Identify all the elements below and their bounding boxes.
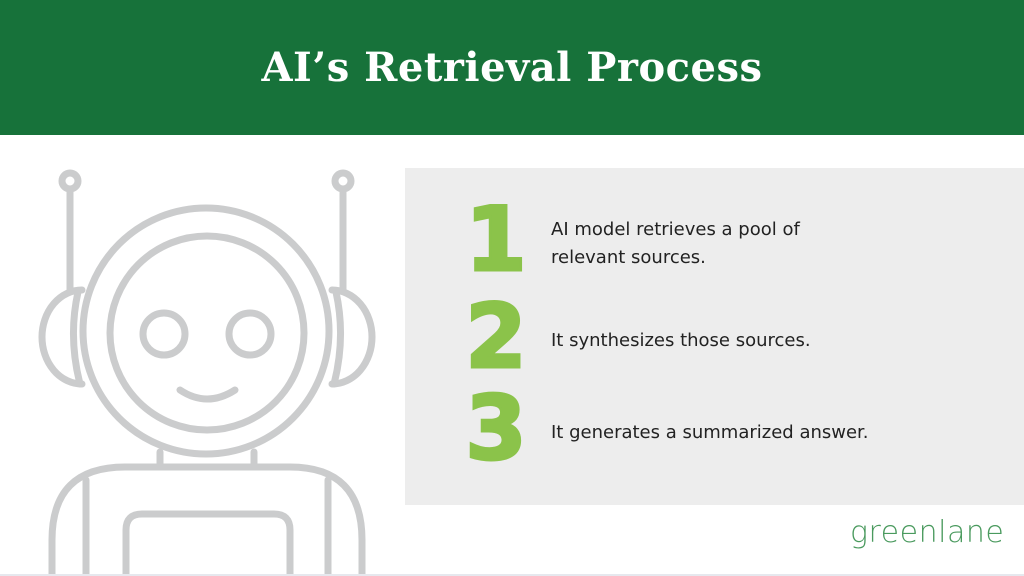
step-number: 2 [464, 285, 528, 388]
step-3: 3 It generates a summarized answer. [405, 383, 1024, 474]
step-number: 3 [464, 377, 528, 480]
step-text: It synthesizes those sources. [551, 330, 811, 351]
header-banner: AI’s Retrieval Process [0, 0, 1024, 135]
step-number: 1 [464, 188, 528, 291]
bottom-divider [0, 574, 1024, 576]
step-1: 1 AI model retrieves a pool of relevant … [405, 194, 1024, 285]
steps-panel: 1 AI model retrieves a pool of relevant … [405, 168, 1024, 505]
robot-icon [38, 169, 376, 576]
step-text: It generates a summarized answer. [551, 422, 869, 443]
greenlane-logo: greenlane [850, 515, 1005, 550]
step-2: 2 It synthesizes those sources. [405, 291, 1024, 382]
page-title: AI’s Retrieval Process [261, 44, 763, 91]
step-text: AI model retrieves a pool of relevant so… [551, 219, 800, 268]
